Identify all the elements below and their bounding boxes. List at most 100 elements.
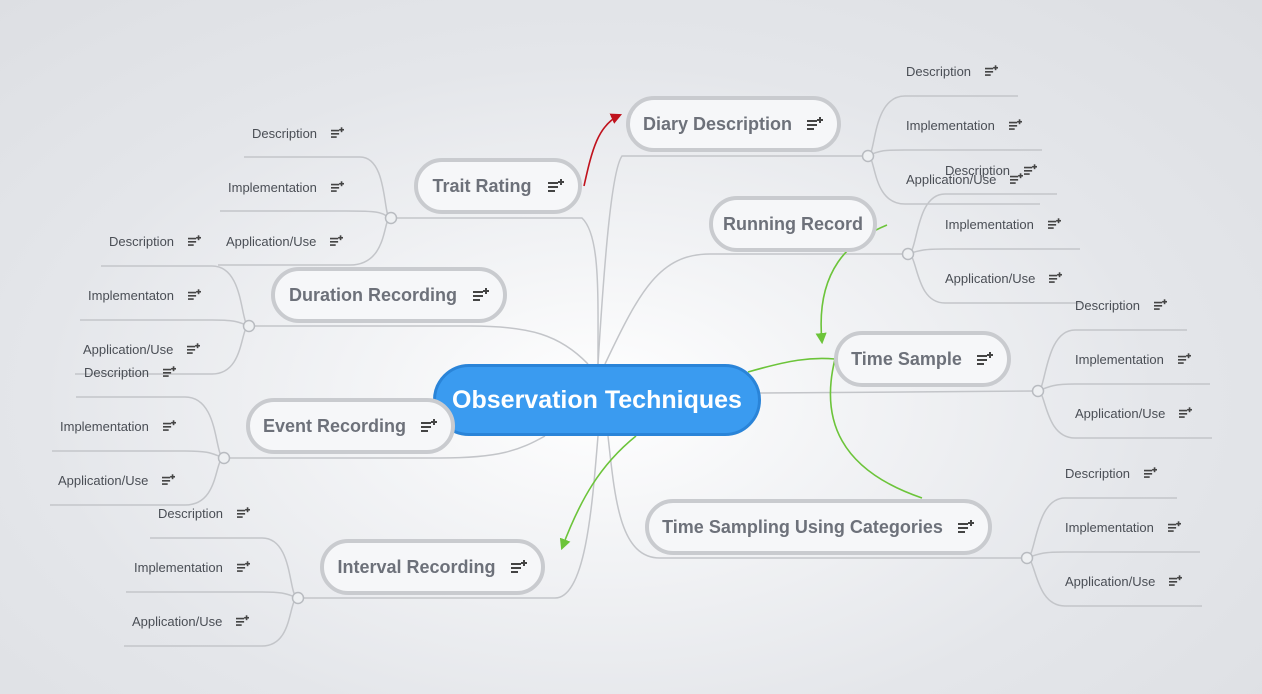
subtopic-trait-description[interactable]: Description <box>252 123 345 143</box>
central-topic[interactable]: Observation Techniques <box>433 364 761 436</box>
node-label: Event Recording <box>262 415 407 436</box>
note-icon[interactable] <box>511 560 527 574</box>
collapse-toggle-interval <box>291 591 305 605</box>
node-interval-recording[interactable]: Interval Recording <box>320 539 545 595</box>
subtopic-timesample-application[interactable]: Application/Use <box>1075 403 1193 423</box>
note-icon[interactable] <box>162 474 176 486</box>
node-label: Diary Description <box>642 113 793 134</box>
subtopic-running-application[interactable]: Application/Use <box>945 268 1063 288</box>
note-icon[interactable] <box>1049 272 1063 284</box>
subtopic-event-implementation[interactable]: Implementation <box>60 416 176 436</box>
subtopic-running-implementation[interactable]: Implementation <box>945 214 1061 234</box>
note-icon[interactable] <box>236 615 250 627</box>
note-icon[interactable] <box>163 366 177 378</box>
note-icon[interactable] <box>162 420 176 432</box>
note-icon[interactable] <box>1010 173 1024 185</box>
subtopic-label: Implementation <box>1075 351 1164 367</box>
note-icon[interactable] <box>1008 119 1022 131</box>
node-label: Duration Recording <box>288 284 457 305</box>
node-time-sample[interactable]: Time Sample <box>834 331 1011 387</box>
note-icon[interactable] <box>330 235 344 247</box>
subtopic-label: Application/Use <box>132 613 223 629</box>
note-icon[interactable] <box>1024 164 1038 176</box>
note-icon[interactable] <box>1167 521 1181 533</box>
subtopic-label: Implementaton <box>88 287 174 303</box>
note-icon[interactable] <box>1177 353 1191 365</box>
subtopic-trait-implementation[interactable]: Implementation <box>228 177 344 197</box>
subtopic-duration-application[interactable]: Application/Use <box>83 339 201 359</box>
subtopic-diary-implementation[interactable]: Implementation <box>906 115 1022 135</box>
note-icon[interactable] <box>985 65 999 77</box>
subtopic-label: Implementation <box>228 179 317 195</box>
node-trait-rating[interactable]: Trait Rating <box>414 158 582 214</box>
node-label: Running Record <box>723 213 863 234</box>
relationship-arrow-green-3 <box>559 435 637 551</box>
relationship-line-green <box>747 357 836 373</box>
note-icon[interactable] <box>1169 575 1183 587</box>
note-icon[interactable] <box>807 117 823 131</box>
collapse-toggle-duration <box>242 319 256 333</box>
note-icon[interactable] <box>1047 218 1061 230</box>
subtopic-label: Application/Use <box>1075 405 1166 421</box>
note-icon[interactable] <box>473 288 489 302</box>
relationship-line-green-2 <box>829 358 923 499</box>
note-icon[interactable] <box>187 343 201 355</box>
note-icon[interactable] <box>331 127 345 139</box>
node-running-record[interactable]: Running Record <box>709 196 877 252</box>
note-icon[interactable] <box>188 235 202 247</box>
subtopic-running-description[interactable]: Description <box>945 160 1038 180</box>
node-label: Time Sampling Using Categories <box>662 516 943 537</box>
subtopic-label: Implementation <box>906 117 995 133</box>
subtopic-diary-application[interactable]: Application/Use <box>906 169 1024 189</box>
subtopic-label: Implementation <box>60 418 149 434</box>
subtopic-interval-description[interactable]: Description <box>158 503 251 523</box>
subtopic-label: Application/Use <box>1065 573 1156 589</box>
subtopic-duration-description[interactable]: Description <box>109 231 202 251</box>
node-diary-description[interactable]: Diary Description <box>626 96 841 152</box>
subtopic-event-description[interactable]: Description <box>84 362 177 382</box>
subtopic-event-application[interactable]: Application/Use <box>58 470 176 490</box>
node-label: Time Sample <box>851 348 962 369</box>
subtopic-timesample-implementation[interactable]: Implementation <box>1075 349 1191 369</box>
note-icon[interactable] <box>188 289 201 301</box>
note-icon[interactable] <box>1144 467 1158 479</box>
subtopic-timesampling-implementation[interactable]: Implementation <box>1065 517 1181 537</box>
node-time-sampling-using-categories[interactable]: Time Sampling Using Categories <box>645 499 992 555</box>
note-icon[interactable] <box>1179 407 1193 419</box>
subtopic-label: Description <box>158 505 224 521</box>
subtopic-timesample-description[interactable]: Description <box>1075 295 1168 315</box>
node-label: Trait Rating <box>432 175 532 196</box>
collapse-toggle-event <box>217 451 231 465</box>
note-icon[interactable] <box>237 507 251 519</box>
subtopic-label: Application/Use <box>906 171 997 187</box>
subtopic-label: Description <box>109 233 175 249</box>
note-icon[interactable] <box>330 181 344 193</box>
relationship-arrow-red <box>583 113 623 187</box>
subtopic-label: Implementation <box>945 216 1034 232</box>
note-icon[interactable] <box>548 179 564 193</box>
note-icon[interactable] <box>1154 299 1168 311</box>
subtopic-interval-implementation[interactable]: Implementation <box>134 557 250 577</box>
subtopic-timesampling-application[interactable]: Application/Use <box>1065 571 1183 591</box>
subtopic-label: Application/Use <box>58 472 149 488</box>
subtopic-trait-application[interactable]: Application/Use <box>226 231 344 251</box>
note-icon[interactable] <box>236 561 250 573</box>
subtopic-label: Application/Use <box>83 341 174 357</box>
subtopic-label: Description <box>906 63 972 79</box>
subtopic-label: Implementation <box>134 559 223 575</box>
subtopic-label: Description <box>1065 465 1131 481</box>
subtopic-diary-description[interactable]: Description <box>906 61 999 81</box>
subtopic-label: Application/Use <box>226 233 317 249</box>
subtopic-duration-implementation[interactable]: Implementaton <box>88 285 201 305</box>
note-icon[interactable] <box>977 352 993 366</box>
subtopic-interval-application[interactable]: Application/Use <box>132 611 250 631</box>
node-event-recording[interactable]: Event Recording <box>246 398 455 454</box>
subtopic-timesampling-description[interactable]: Description <box>1065 463 1158 483</box>
subtopic-label: Description <box>945 162 1011 178</box>
note-icon[interactable] <box>421 419 437 433</box>
node-duration-recording[interactable]: Duration Recording <box>271 267 507 323</box>
collapse-toggle-timesampling <box>1020 551 1034 565</box>
note-icon[interactable] <box>958 520 974 534</box>
